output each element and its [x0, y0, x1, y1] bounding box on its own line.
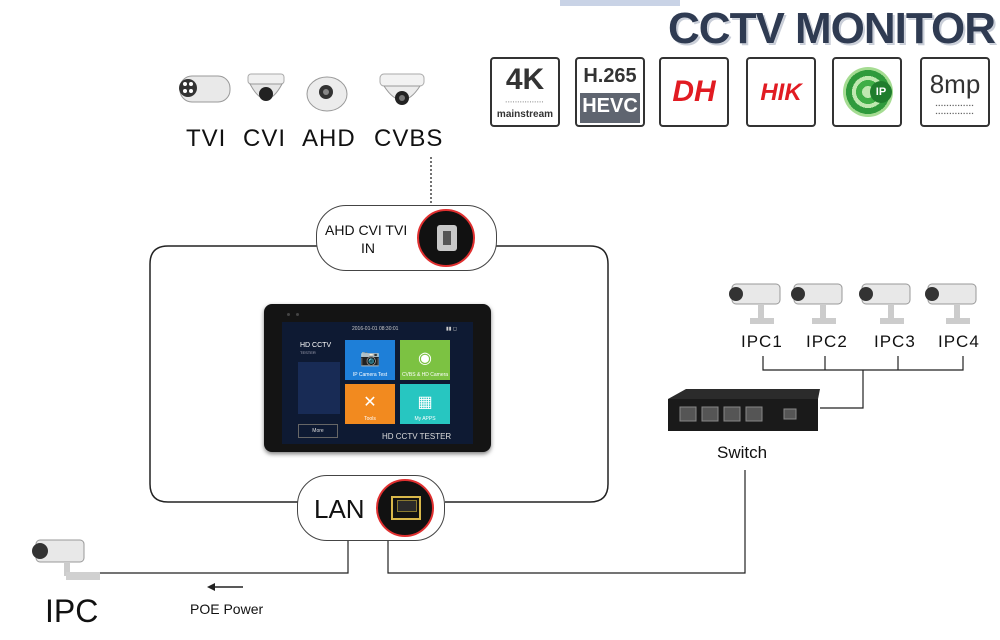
- switch-label: Switch: [717, 443, 768, 462]
- apps-icon: ▦: [417, 394, 433, 411]
- device-brand-sub: TESTER: [300, 350, 316, 355]
- tile-tools[interactable]: ✕ Tools: [345, 384, 395, 424]
- dh-badge: DH: [659, 57, 729, 127]
- ip-badge: IP: [832, 57, 902, 127]
- dome-camera-icon: ◉: [418, 350, 432, 367]
- poe-ip-camera-icon: [32, 539, 100, 580]
- device-screen: 2016-01-01 08:30:01 ▮▮ ◻ HD CCTV TESTER …: [282, 322, 473, 444]
- device-loop-line: [149, 245, 320, 503]
- camera-icon: 📷: [360, 350, 380, 367]
- tile-my-apps[interactable]: ▦ My APPS: [400, 384, 450, 424]
- camera-label-cvbs: CVBS: [374, 125, 444, 152]
- lan-port-pill: LAN: [297, 475, 445, 541]
- ipc-label: IPC: [45, 593, 99, 629]
- bullet-camera-icon: [179, 75, 231, 103]
- device-loop-line-right: [445, 245, 609, 503]
- more-button[interactable]: More: [298, 424, 338, 438]
- analog-input-label-sub: IN: [361, 240, 375, 256]
- ipc-label-2: IPC2: [806, 332, 848, 351]
- 8mp-badge: 8mp ▪▪▪▪▪▪▪▪▪▪▪▪▪▪ ▪▪▪▪▪▪▪▪▪▪▪▪▪▪: [920, 57, 990, 127]
- battery-icon: ▮▮ ◻: [446, 326, 458, 332]
- ipc-label-4: IPC4: [938, 332, 980, 351]
- bnc-connector-icon: [417, 209, 475, 267]
- h265-badge: H.265 HEVC: [575, 57, 645, 127]
- cctv-tester-device: 2016-01-01 08:30:01 ▮▮ ◻ HD CCTV TESTER …: [264, 304, 491, 452]
- lan-label: LAN: [314, 494, 365, 524]
- poe-line: [98, 540, 349, 574]
- ipc-bus-line: [762, 356, 964, 409]
- ip-bullet-camera-icon: [859, 283, 911, 324]
- camera-label-cvi: CVI: [243, 125, 287, 152]
- tile-ip-camera-test[interactable]: 📷 IP Camera Test: [345, 340, 395, 380]
- tools-icon: ✕: [363, 394, 377, 411]
- hik-badge: HIK: [746, 57, 816, 127]
- ip-cameras-icons: [729, 283, 977, 324]
- camera-label-ahd: AHD: [302, 125, 356, 152]
- poe-arrow-head: [207, 583, 215, 591]
- lan-switch-line: [387, 470, 746, 574]
- ip-bullet-camera-icon: [791, 283, 843, 324]
- title-accent-bar: [560, 0, 680, 6]
- page-title: CCTV MONITOR: [668, 4, 996, 53]
- analog-input-label: AHD CVI TVI: [325, 222, 408, 238]
- ipc-label-3: IPC3: [874, 332, 916, 351]
- device-timestamp: 2016-01-01 08:30:01: [352, 326, 399, 332]
- dome-camera-icon: [247, 73, 285, 101]
- 4k-badge: 4K ▪▪▪▪▪▪▪▪▪▪▪▪▪▪▪▪ mainstream: [490, 57, 560, 127]
- ipc-label-1: IPC1: [741, 332, 783, 351]
- device-footer: HD CCTV TESTER: [382, 432, 452, 441]
- ip-bullet-camera-icon: [729, 283, 781, 324]
- tile-cvbs-hd-camera[interactable]: ◉ CVBS & HD Camera: [400, 340, 450, 380]
- analog-cameras-icons: [179, 73, 425, 112]
- poe-power-label: POE Power: [190, 601, 264, 617]
- network-switch-icon: [668, 389, 820, 431]
- ip-bullet-camera-icon: [925, 283, 977, 324]
- analog-input-pill: AHD CVI TVI IN: [316, 205, 497, 271]
- turret-camera-icon: [379, 73, 425, 105]
- camera-label-tvi: TVI: [186, 125, 227, 152]
- ethernet-port-icon: [376, 479, 434, 537]
- eyeball-camera-icon: [306, 76, 348, 112]
- device-brand: HD CCTV: [300, 342, 332, 349]
